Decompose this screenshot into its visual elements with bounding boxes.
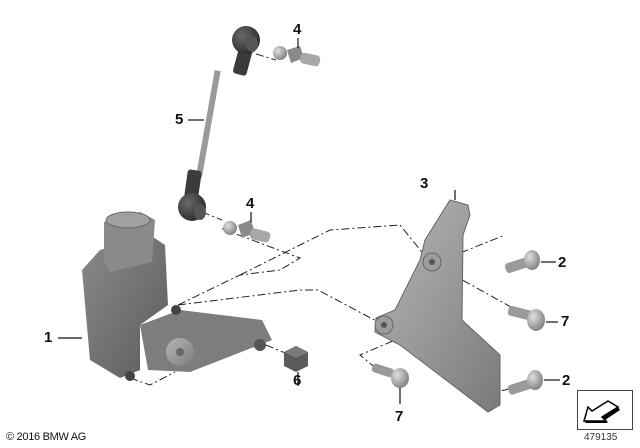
callout-3: 3 (420, 175, 429, 192)
orientation-arrow-box (577, 390, 633, 430)
bolt-middle-right (507, 305, 545, 331)
callout-2-upper: 2 (558, 254, 567, 271)
height-sensor (82, 211, 272, 381)
callout-7-lower: 7 (395, 408, 404, 425)
callout-4-upper: 4 (293, 21, 302, 38)
copyright-text: © 2016 BMW AG (6, 431, 87, 443)
callout-7-right: 7 (561, 313, 570, 330)
bolt-upper-right (504, 250, 540, 273)
bracket (374, 199, 501, 413)
ball-stud-upper (273, 46, 321, 67)
callout-4-lower: 4 (246, 195, 255, 212)
link-rod (178, 26, 260, 221)
callout-6: 6 (293, 372, 302, 389)
callout-2-lower: 2 (562, 372, 571, 389)
callout-1: 1 (44, 329, 53, 346)
bolt-lower-middle (371, 363, 409, 388)
leader-lines (58, 38, 560, 404)
diagram-id: 479135 (584, 432, 618, 443)
callout-5: 5 (175, 111, 184, 128)
arrow-icon (583, 400, 620, 423)
nut (284, 346, 308, 372)
ball-stud-lower (223, 220, 271, 243)
bolt-lower-right (507, 370, 543, 395)
